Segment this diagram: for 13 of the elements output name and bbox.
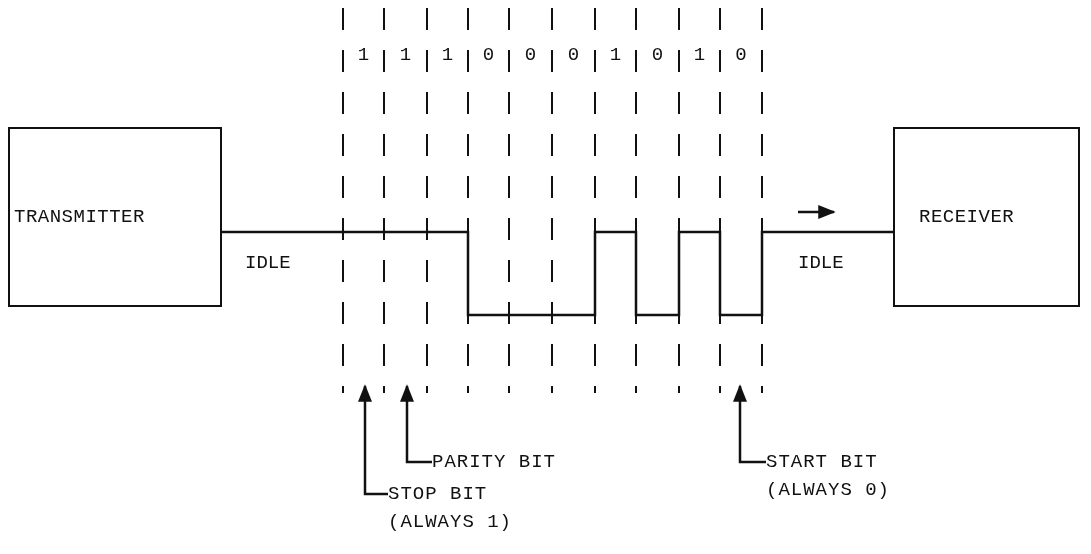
leader-arrow — [358, 384, 388, 496]
callout-text: START BIT (ALWAYS 0) — [766, 448, 903, 504]
signal-waveform — [222, 230, 893, 317]
box-label: TRANSMITTER — [14, 206, 145, 228]
callout-text: STOP BIT (ALWAYS 1) — [388, 480, 525, 536]
callout-text: PARITY BIT — [432, 448, 557, 476]
leader-arrow — [733, 384, 766, 464]
box-label: RECEIVER — [919, 206, 1015, 228]
transmitter-box — [8, 127, 222, 307]
line-state-label: IDLE — [798, 252, 844, 274]
line-state-label: IDLE — [245, 252, 291, 274]
leader-arrow — [400, 384, 432, 464]
receiver-box — [893, 127, 1080, 307]
